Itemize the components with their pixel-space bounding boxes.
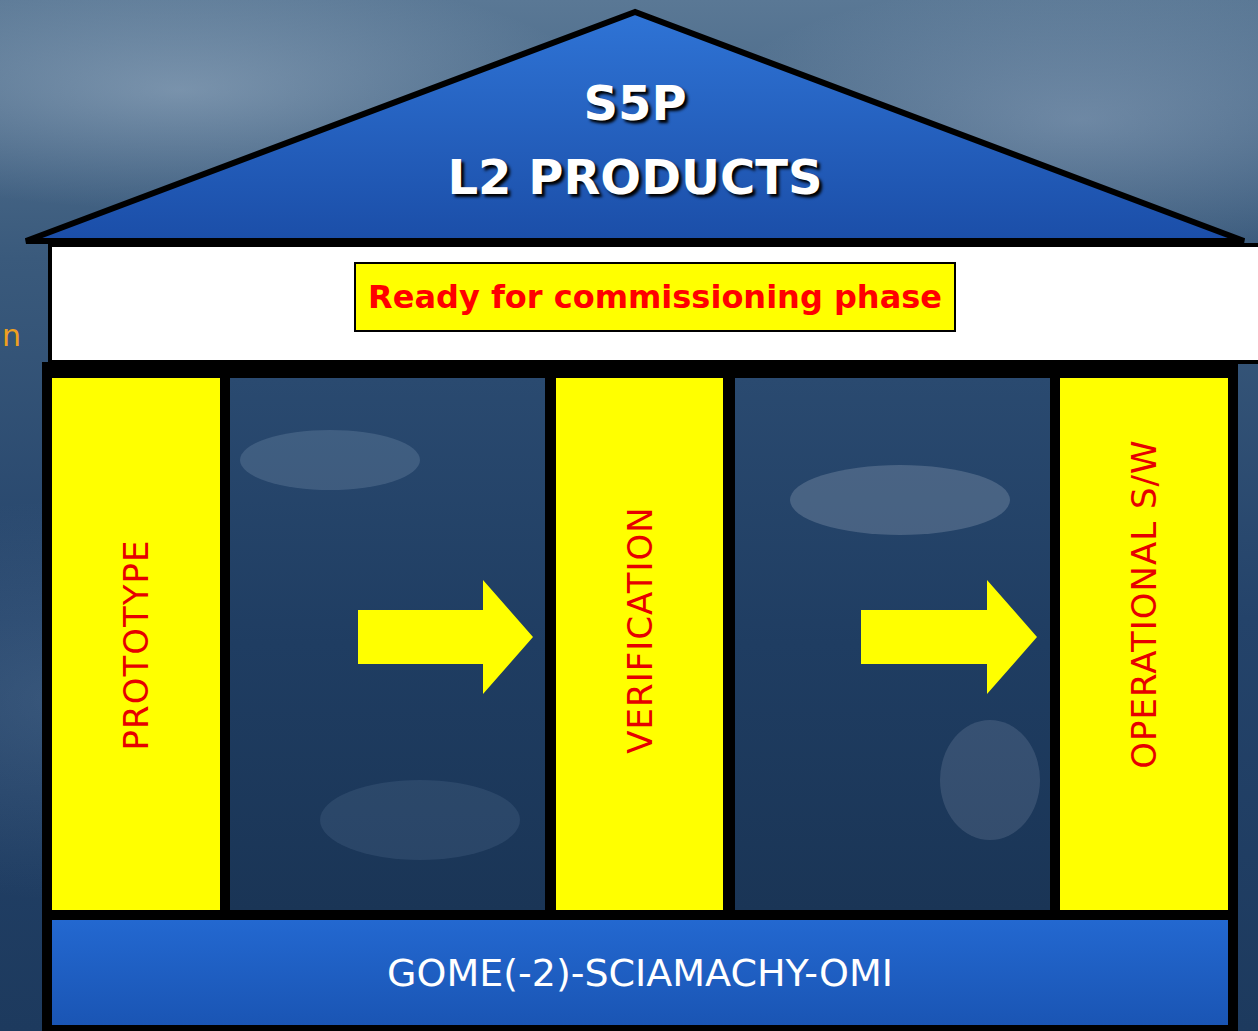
black-frame — [42, 362, 1238, 1031]
heritage-text: GOME(-2)-SCIAMACHY-OMI — [387, 951, 893, 995]
foundation-band: GOME(-2)-SCIAMACHY-OMI — [52, 920, 1228, 1025]
pillar: VERIFICATION — [556, 378, 723, 910]
pillar: OPERATIONAL S/W — [1060, 378, 1228, 910]
roof-triangle: S5PL2 PRODUCTS — [22, 8, 1248, 245]
status-box: Ready for commissioning phase — [354, 262, 956, 332]
status-text: Ready for commissioning phase — [368, 278, 942, 316]
roof-text-box: S5PL2 PRODUCTS — [22, 66, 1248, 214]
cloud — [940, 720, 1040, 840]
earth-panel — [735, 378, 1050, 910]
pillar: PROTOTYPE — [52, 378, 220, 910]
flow-arrow — [861, 580, 1037, 694]
pillar-label: VERIFICATION — [620, 506, 660, 753]
pillar-label: PROTOTYPE — [116, 540, 156, 751]
cloud — [790, 465, 1010, 535]
flow-arrow — [358, 580, 533, 694]
cloud — [240, 430, 420, 490]
mission-name: S5P — [22, 66, 1248, 140]
white-beam — [50, 245, 1258, 362]
earth-panel — [230, 378, 545, 910]
cut-off-text: n — [2, 318, 21, 353]
cloud — [320, 780, 520, 860]
pillar-label: OPERATIONAL S/W — [1124, 439, 1164, 768]
product-title: L2 PRODUCTS — [22, 140, 1248, 214]
